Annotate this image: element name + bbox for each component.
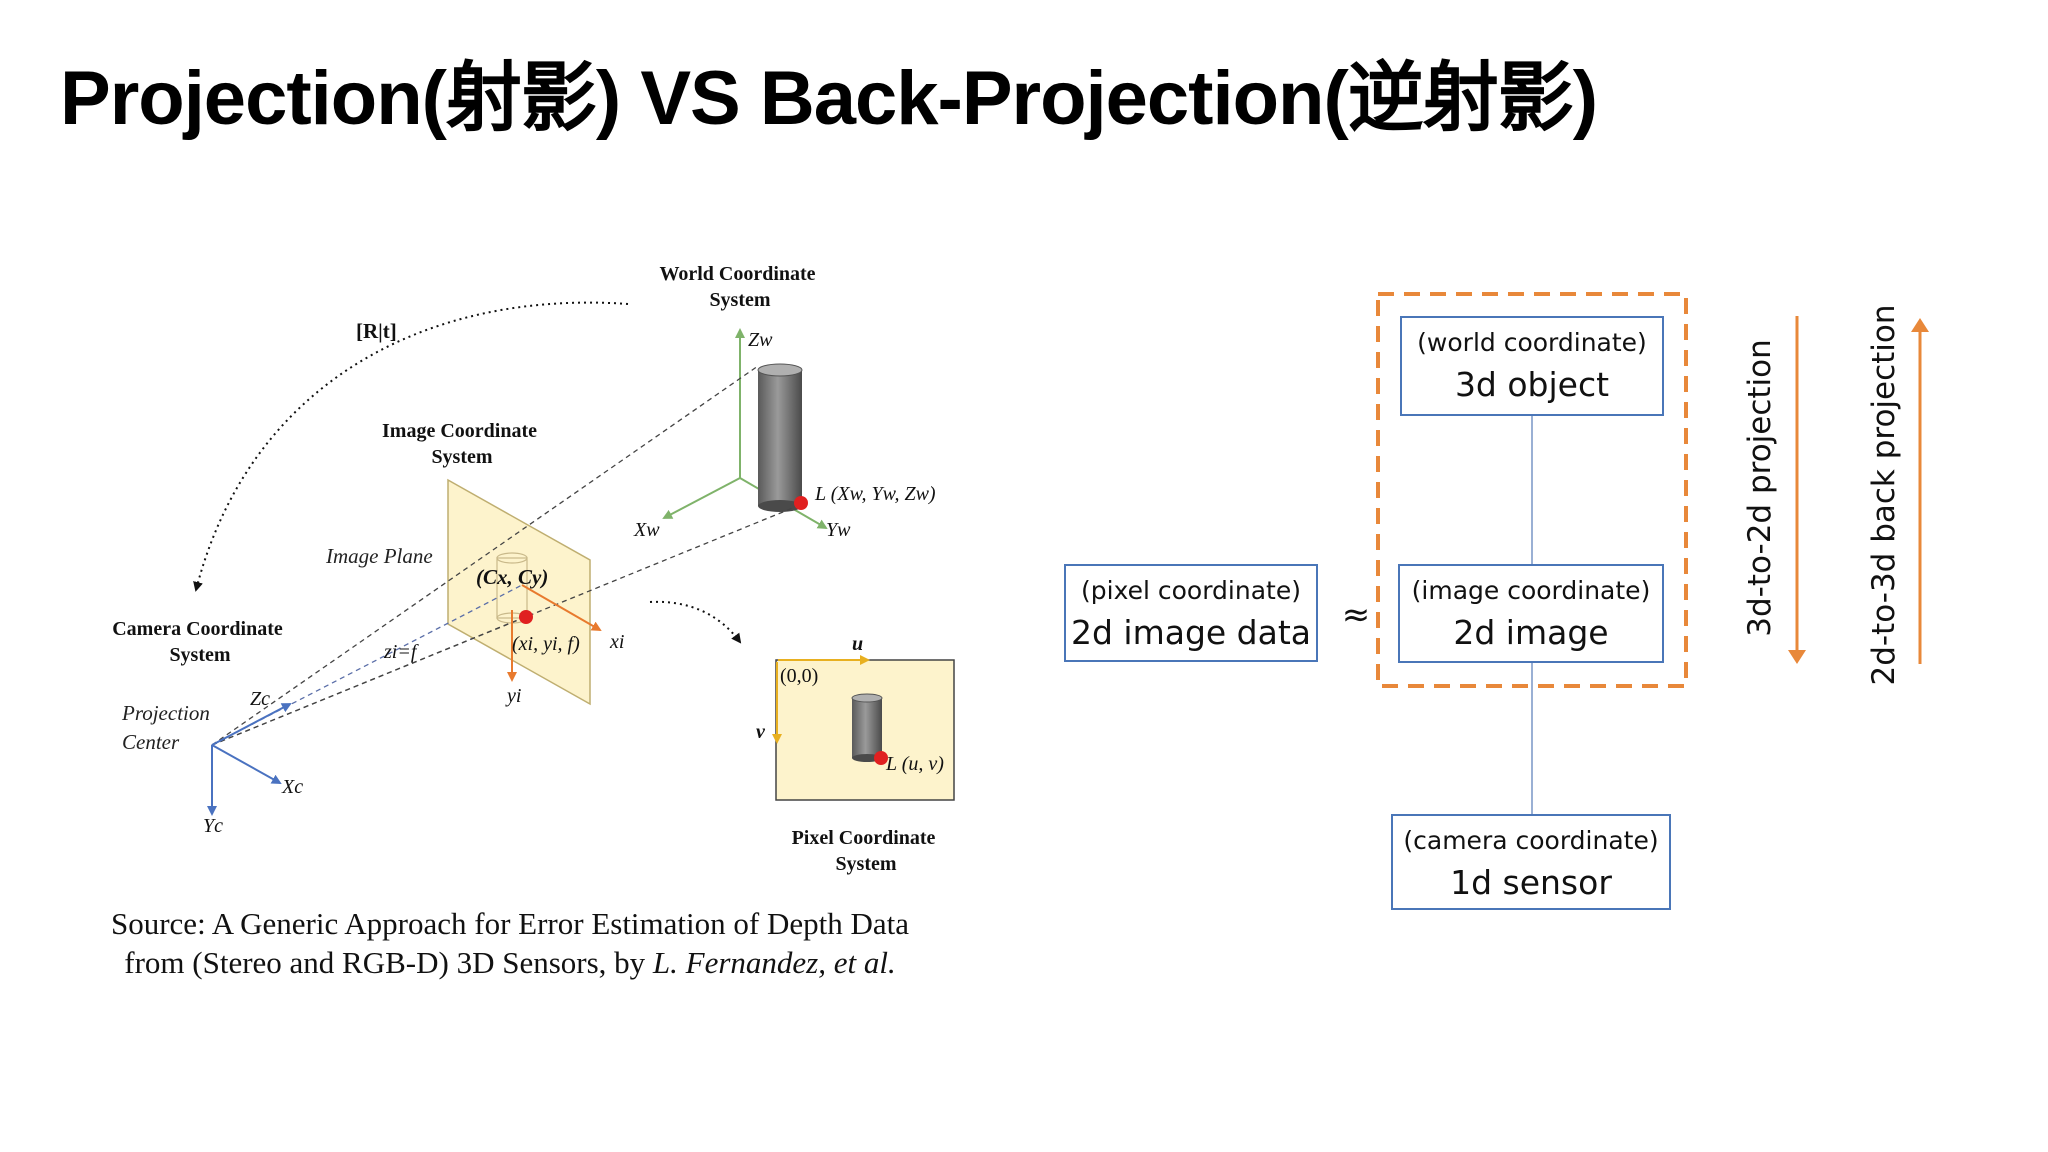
pixel-point-l — [874, 751, 888, 765]
l-pixel-label: L (u, v) — [885, 753, 944, 775]
projection-rays — [211, 365, 801, 746]
zw-label: Zw — [748, 329, 773, 351]
world-cylinder — [757, 363, 803, 512]
back-projection-arrowhead — [1911, 318, 1929, 332]
image-coordinate-title: 2d image — [1453, 613, 1609, 652]
xi-yi-f-label: (xi, yi, f) — [512, 633, 580, 655]
pixel-coordinate-caption: (pixel coordinate) — [1081, 576, 1301, 605]
source-line-1: Source: A Generic Approach for Error Est… — [110, 906, 909, 941]
xw-axis — [662, 477, 741, 519]
world-system-label: World Coordinate System — [659, 263, 820, 311]
dashed-frame — [1376, 292, 1688, 688]
world-coordinate-caption: (world coordinate) — [1417, 328, 1647, 357]
pixel-origin-label: (0,0) — [780, 665, 818, 687]
world-coordinate-title: 3d object — [1454, 365, 1610, 404]
image-point — [519, 610, 533, 624]
pixel-coordinate-box: (pixel coordinate) 2d image data — [1064, 564, 1318, 662]
image-plane-label: Image Plane — [325, 544, 433, 568]
source-line-2: from (Stereo and RGB-D) 3D Sensors, by — [124, 945, 653, 980]
source-citation: Source: A Generic Approach for Error Est… — [90, 904, 930, 982]
projection-arrowhead — [1788, 650, 1806, 664]
yc-label: Yc — [203, 815, 223, 837]
projection-label: 3d-to-2d projection — [1742, 339, 1778, 637]
rt-label: [R|t] — [356, 319, 397, 343]
pixel-cylinder — [851, 693, 883, 762]
rt-transform-arrow — [193, 301, 629, 592]
cx-cy-label: (Cx, Cy) — [476, 565, 548, 589]
zc-label: Zc — [250, 688, 270, 710]
image-plane — [447, 478, 591, 706]
pixel-system-label: Pixel Coordinate System — [792, 827, 941, 875]
world-coordinate-box: (world coordinate) 3d object — [1400, 316, 1664, 416]
camera-system-label: Camera Coordinate System — [112, 618, 288, 666]
xw-label: Xw — [633, 519, 660, 541]
image-to-pixel-arrow — [649, 600, 742, 644]
source-authors: L. Fernandez, et al. — [652, 945, 896, 980]
slide-title: Projection(射影) VS Back-Projection(逆射影) — [60, 56, 1598, 141]
xc-label: Xc — [281, 776, 303, 798]
image-system-label: Image Coordinate System — [382, 420, 542, 468]
yi-label: yi — [505, 685, 521, 707]
zi-f-label: zi=f — [383, 641, 419, 663]
back-projection-label: 2d-to-3d back projection — [1866, 304, 1902, 685]
camera-coordinate-caption: (camera coordinate) — [1403, 826, 1659, 855]
zc-axis — [211, 703, 292, 746]
image-coordinate-box: (image coordinate) 2d image — [1398, 564, 1664, 663]
v-label: v — [756, 721, 766, 743]
camera-coordinate-title: 1d sensor — [1450, 863, 1612, 902]
approx-sign: ≈ — [1342, 595, 1371, 635]
yw-label: Yw — [826, 519, 851, 541]
projection-center-label: Projection Center — [121, 701, 215, 754]
world-point-l — [794, 496, 808, 510]
xc-axis — [211, 744, 282, 784]
pixel-coordinate-title: 2d image data — [1070, 613, 1312, 652]
image-coordinate-caption: (image coordinate) — [1411, 576, 1651, 605]
l-world-label: L (Xw, Yw, Zw) — [814, 483, 936, 505]
xi-label: xi — [609, 631, 624, 653]
xi-axis — [521, 584, 602, 631]
u-label: u — [852, 633, 863, 655]
camera-coordinate-box: (camera coordinate) 1d sensor — [1391, 814, 1671, 910]
